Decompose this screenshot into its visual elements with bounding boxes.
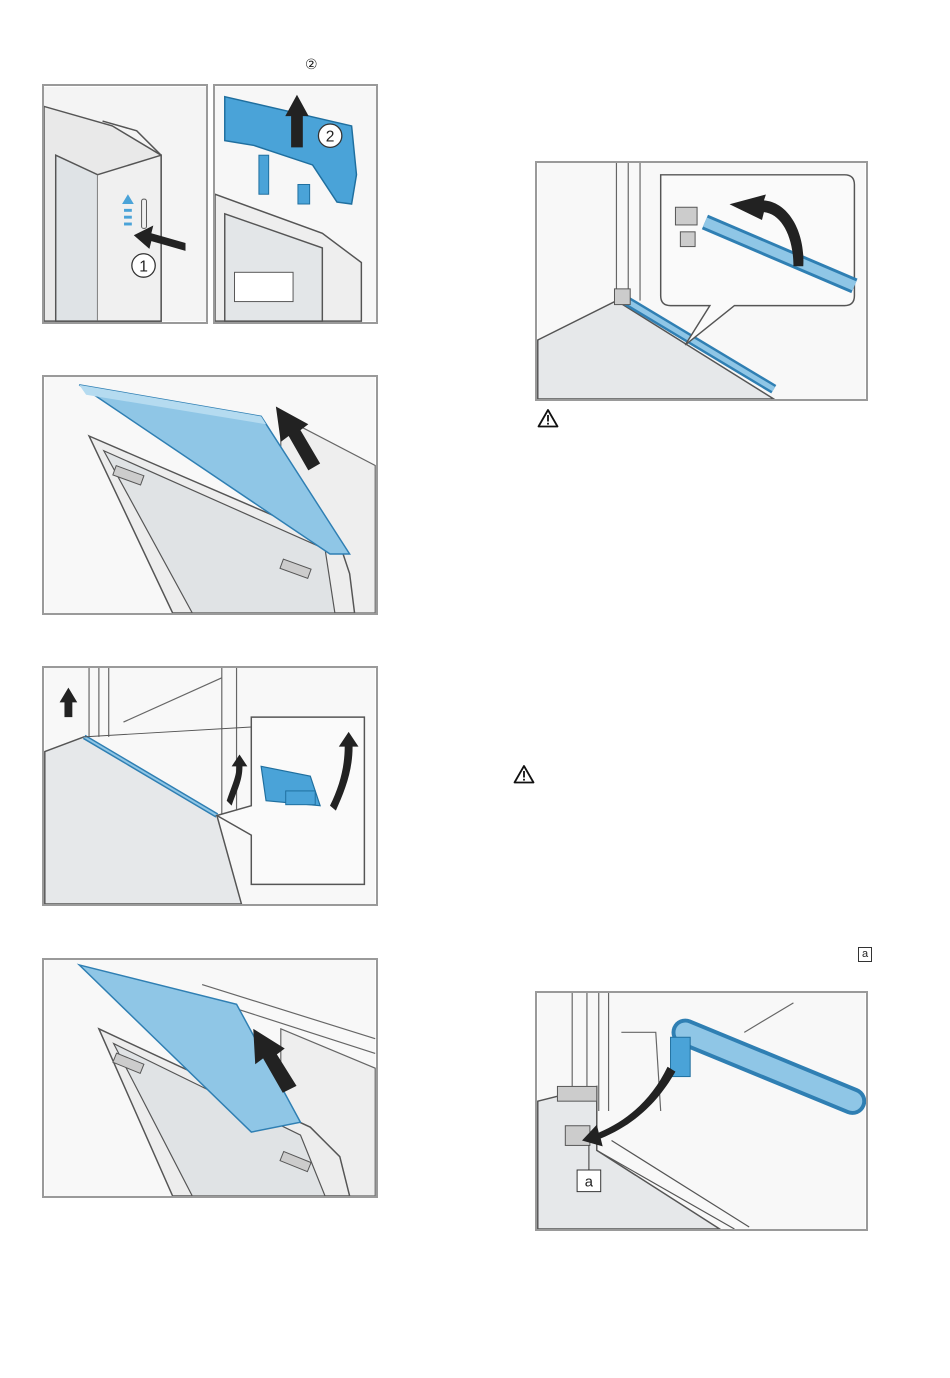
figure-remove-inner-glass	[42, 958, 378, 1198]
step-two-reference: ②	[305, 58, 318, 72]
part-label-a: a	[585, 1175, 594, 1191]
figure-remove-glass	[42, 375, 378, 615]
figure-lift-clip: 2	[213, 84, 378, 324]
step-label-one: 1	[139, 258, 148, 275]
figure-press-clip: 1	[42, 84, 208, 324]
remove-inner-glass-illustration	[44, 960, 376, 1196]
hook-holder-illustration: a	[537, 993, 866, 1229]
figure-release-holders	[42, 666, 378, 906]
press-clip-illustration: 1	[44, 86, 206, 322]
warning-triangle-icon	[513, 764, 535, 784]
release-holders-illustration	[44, 668, 376, 904]
remove-glass-illustration	[44, 377, 376, 613]
part-reference-a: a	[858, 947, 872, 962]
lift-clip-illustration: 2	[215, 86, 376, 322]
figure-fold-holder	[535, 161, 868, 401]
warning-triangle-icon	[537, 408, 559, 428]
step-label-two: 2	[326, 129, 335, 146]
fold-holder-illustration	[537, 163, 866, 399]
figure-hook-holder: a	[535, 991, 868, 1231]
